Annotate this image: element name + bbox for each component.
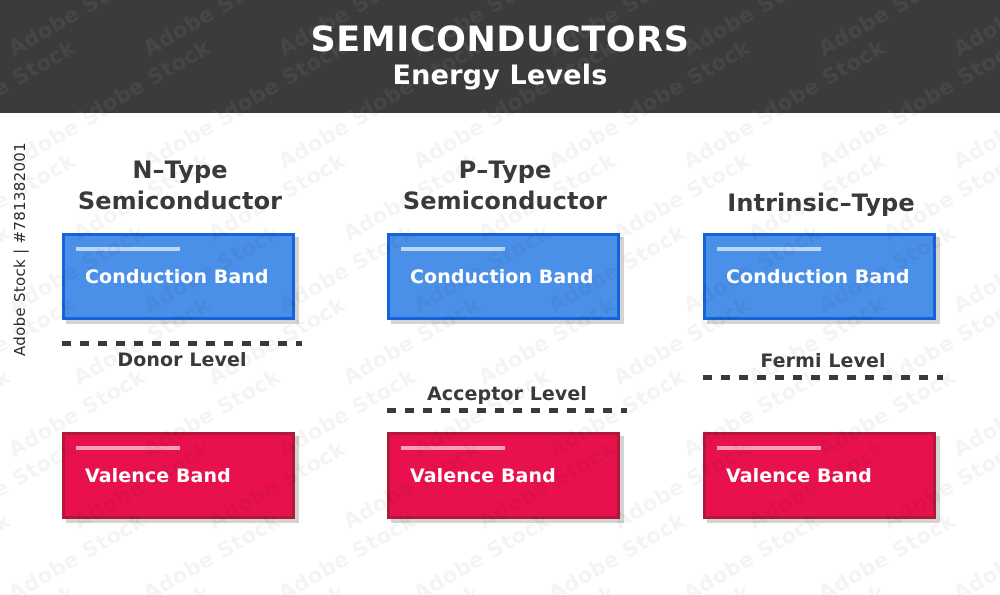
conduction-band-p-type: Conduction Band xyxy=(387,233,624,324)
conduction-band-n-type: Conduction Band xyxy=(62,233,299,324)
valence-band-p-type: Valence Band xyxy=(387,432,624,523)
band-accent-line xyxy=(401,247,506,251)
column-p-type: P–Type Semiconductor Conduction Band Acc… xyxy=(380,113,630,595)
column-title-line1: P–Type xyxy=(458,156,552,184)
band-box: Valence Band xyxy=(387,432,620,519)
column-title-line1: N–Type xyxy=(132,156,228,184)
conduction-band-label: Conduction Band xyxy=(85,265,269,288)
fermi-level-line xyxy=(703,375,943,380)
band-box: Conduction Band xyxy=(387,233,620,320)
band-accent-line xyxy=(401,446,506,450)
valence-band-label: Valence Band xyxy=(726,464,872,487)
column-title-intrinsic-type: Intrinsic–Type xyxy=(696,188,946,219)
band-accent-line xyxy=(76,247,181,251)
band-accent-line xyxy=(76,446,181,450)
acceptor-level-label: Acceptor Level xyxy=(426,383,587,405)
conduction-band-label: Conduction Band xyxy=(410,265,594,288)
band-box: Conduction Band xyxy=(62,233,295,320)
column-title-line1: Intrinsic–Type xyxy=(727,189,915,217)
band-accent-line xyxy=(717,247,822,251)
band-accent-line xyxy=(717,446,822,450)
valence-band-label: Valence Band xyxy=(410,464,556,487)
band-box: Conduction Band xyxy=(703,233,936,320)
donor-level-line xyxy=(62,341,302,346)
band-box: Valence Band xyxy=(703,432,936,519)
donor-level-label: Donor Level xyxy=(117,349,247,371)
valence-band-n-type: Valence Band xyxy=(62,432,299,523)
conduction-band-label: Conduction Band xyxy=(726,265,910,288)
page-subtitle: Energy Levels xyxy=(392,60,608,92)
column-title-line2: Semiconductor xyxy=(402,187,608,216)
acceptor-level-line xyxy=(387,408,627,413)
stock-credit-label: Adobe Stock | #781382001 xyxy=(11,142,29,356)
conduction-band-intrinsic-type: Conduction Band xyxy=(703,233,940,324)
column-title-p-type: P–Type Semiconductor xyxy=(380,155,630,217)
column-n-type: N–Type Semiconductor Conduction Band Don… xyxy=(55,113,305,595)
page-title: SEMICONDUCTORS xyxy=(310,20,690,61)
valence-band-label: Valence Band xyxy=(85,464,231,487)
valence-band-intrinsic-type: Valence Band xyxy=(703,432,940,523)
column-title-n-type: N–Type Semiconductor xyxy=(55,155,305,217)
column-intrinsic-type: Intrinsic–Type Conduction Band Fermi Lev… xyxy=(696,113,946,595)
column-title-line2: Semiconductor xyxy=(77,187,283,216)
fermi-level-label: Fermi Level xyxy=(760,350,886,372)
band-box: Valence Band xyxy=(62,432,295,519)
energy-level-diagram: N–Type Semiconductor Conduction Band Don… xyxy=(0,113,1000,595)
